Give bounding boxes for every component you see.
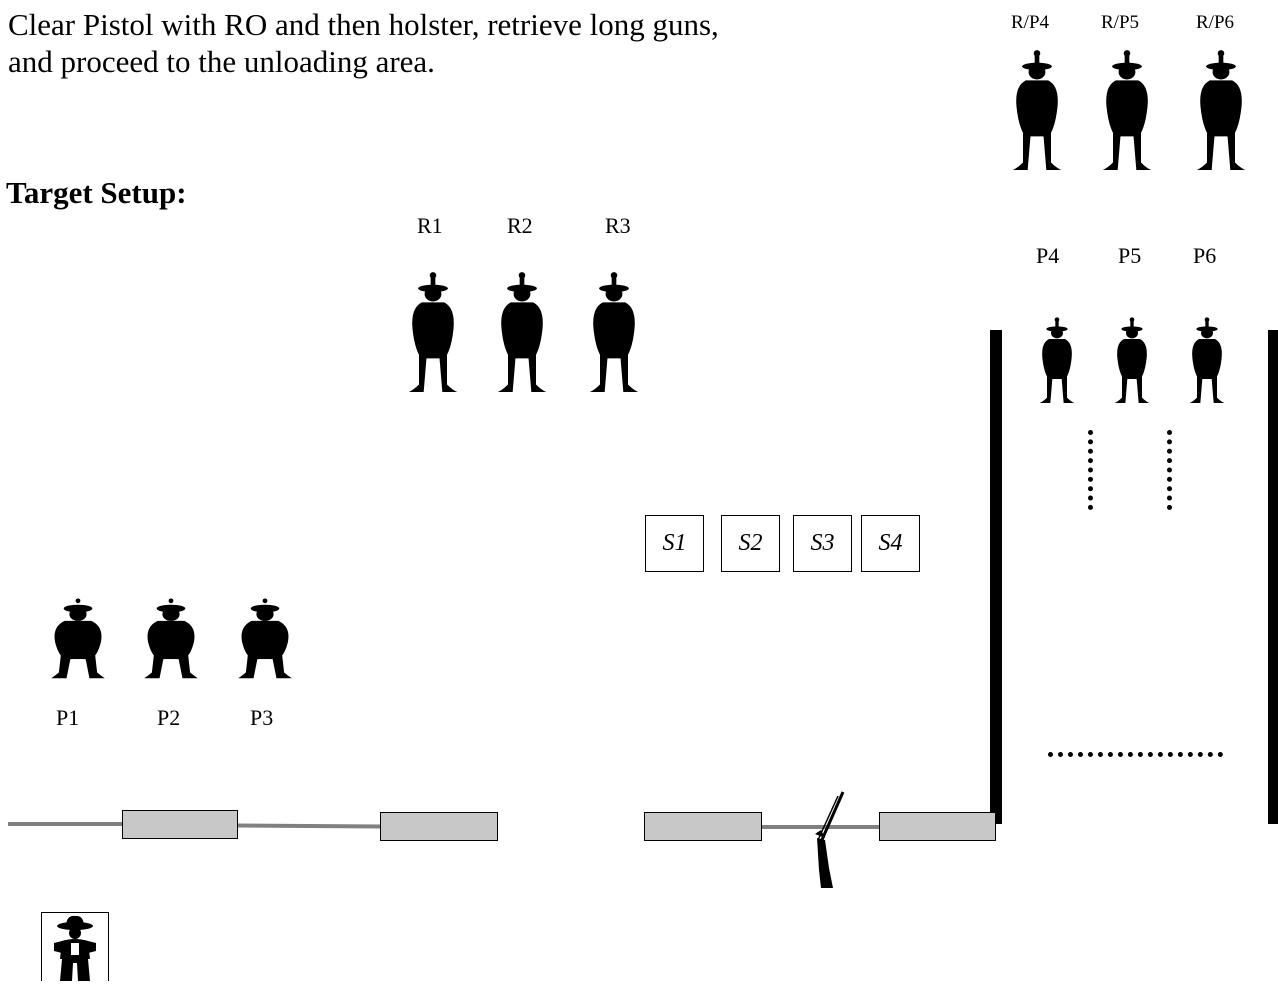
shooting-line-rail: [760, 825, 880, 829]
target-label-p1: P1: [56, 705, 80, 730]
target-label-r3: R3: [605, 213, 631, 238]
shotgun-target-s2: S2: [721, 515, 780, 572]
target-rp6-icon: [1193, 48, 1249, 180]
target-label-rp4: R/P4: [1011, 12, 1050, 33]
instructions-line-2: and proceed to the unloading area.: [8, 44, 435, 79]
target-p6-icon: [1187, 295, 1227, 431]
target-label-r2: R2: [507, 213, 533, 238]
target-p4-icon: [1037, 295, 1077, 431]
wall-left: [990, 330, 1002, 824]
shooting-table-3: [644, 812, 762, 841]
target-r1-icon: [405, 268, 461, 404]
target-p3-icon: [236, 598, 294, 684]
target-label-p6: P6: [1193, 243, 1217, 268]
target-p2-icon: [142, 598, 200, 684]
target-label-p5: P5: [1118, 243, 1142, 268]
wall-right: [1268, 330, 1278, 824]
long-gun-icon: [815, 791, 845, 888]
fault-line-dotted: [1167, 430, 1177, 510]
target-label-p2: P2: [157, 705, 181, 730]
shooter-start-box: [41, 912, 109, 981]
target-label-rp6: R/P6: [1196, 12, 1235, 33]
stage-instructions: Clear Pistol with RO and then holster, r…: [8, 6, 719, 80]
target-p5-icon: [1112, 295, 1152, 431]
target-label-rp5: R/P5: [1101, 12, 1140, 33]
target-r2-icon: [494, 268, 550, 404]
shotgun-target-s4: S4: [861, 515, 920, 572]
shooting-line-rail: [8, 822, 122, 826]
target-r3-icon: [586, 268, 642, 404]
cowboy-shooter-icon: [54, 915, 96, 981]
shotgun-target-s1: S1: [645, 515, 704, 572]
target-label-p3: P3: [250, 705, 274, 730]
shooting-table-2: [380, 812, 498, 841]
shooting-table-1: [122, 810, 238, 839]
target-label-r1: R1: [417, 213, 443, 238]
shotgun-target-s3: S3: [793, 515, 852, 572]
shooting-table-4: [879, 812, 996, 841]
fault-line-dotted: [1088, 430, 1098, 510]
target-setup-heading: Target Setup:: [6, 175, 187, 210]
instructions-line-1: Clear Pistol with RO and then holster, r…: [8, 7, 719, 42]
fault-line-dotted: [1048, 752, 1223, 757]
target-p1-icon: [49, 598, 107, 684]
target-rp5-icon: [1099, 48, 1155, 180]
shooting-line-rail: [236, 823, 383, 829]
target-label-p4: P4: [1036, 243, 1060, 268]
target-rp4-icon: [1009, 48, 1065, 180]
